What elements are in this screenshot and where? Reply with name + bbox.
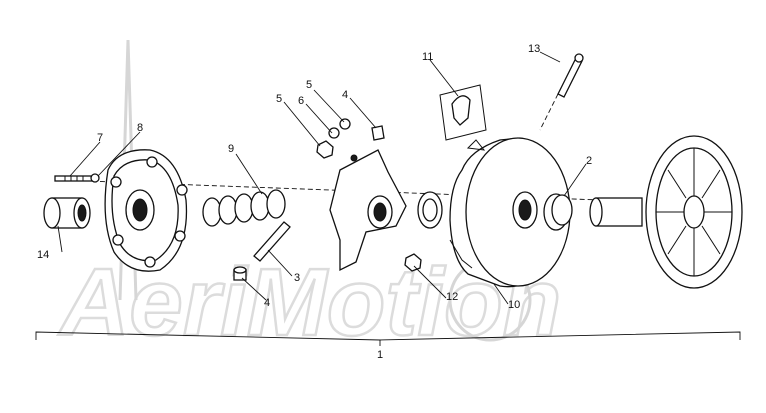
callout-7: 7 (97, 132, 103, 144)
part-bolt-and-washer (54, 173, 100, 183)
assembly-callout-1: 1 (377, 349, 383, 361)
callout-12: 12 (446, 291, 458, 303)
callout-5-right: 5 (306, 79, 312, 91)
part-movable-sheave (449, 137, 571, 288)
part-spring (202, 189, 286, 227)
callout-4-nut: 4 (342, 89, 348, 101)
callout-6: 6 (298, 95, 304, 107)
part-spider (329, 149, 407, 272)
leader-lines (57, 51, 587, 305)
callout-8: 8 (137, 122, 143, 134)
part-washer (417, 191, 443, 229)
part-ring (543, 193, 573, 231)
callout-9: 9 (228, 143, 234, 155)
part-bracket (439, 84, 487, 141)
callout-14: 14 (37, 249, 49, 261)
part-fixed-sheave (589, 135, 743, 289)
callout-5-left: 5 (276, 93, 282, 105)
part-cover-plate (104, 149, 188, 272)
callout-3: 3 (294, 272, 300, 284)
part-nuts-washers (316, 118, 385, 159)
callout-2: 2 (586, 155, 592, 167)
callout-4-roller: 4 (264, 297, 270, 309)
callout-13: 13 (528, 43, 540, 55)
part-long-bolt (539, 53, 584, 131)
part-roller (233, 266, 247, 281)
part-pin (253, 221, 291, 262)
part-bushing (43, 197, 91, 229)
callout-11: 11 (422, 51, 433, 63)
part-nut (404, 253, 422, 272)
callout-10: 10 (508, 299, 520, 311)
